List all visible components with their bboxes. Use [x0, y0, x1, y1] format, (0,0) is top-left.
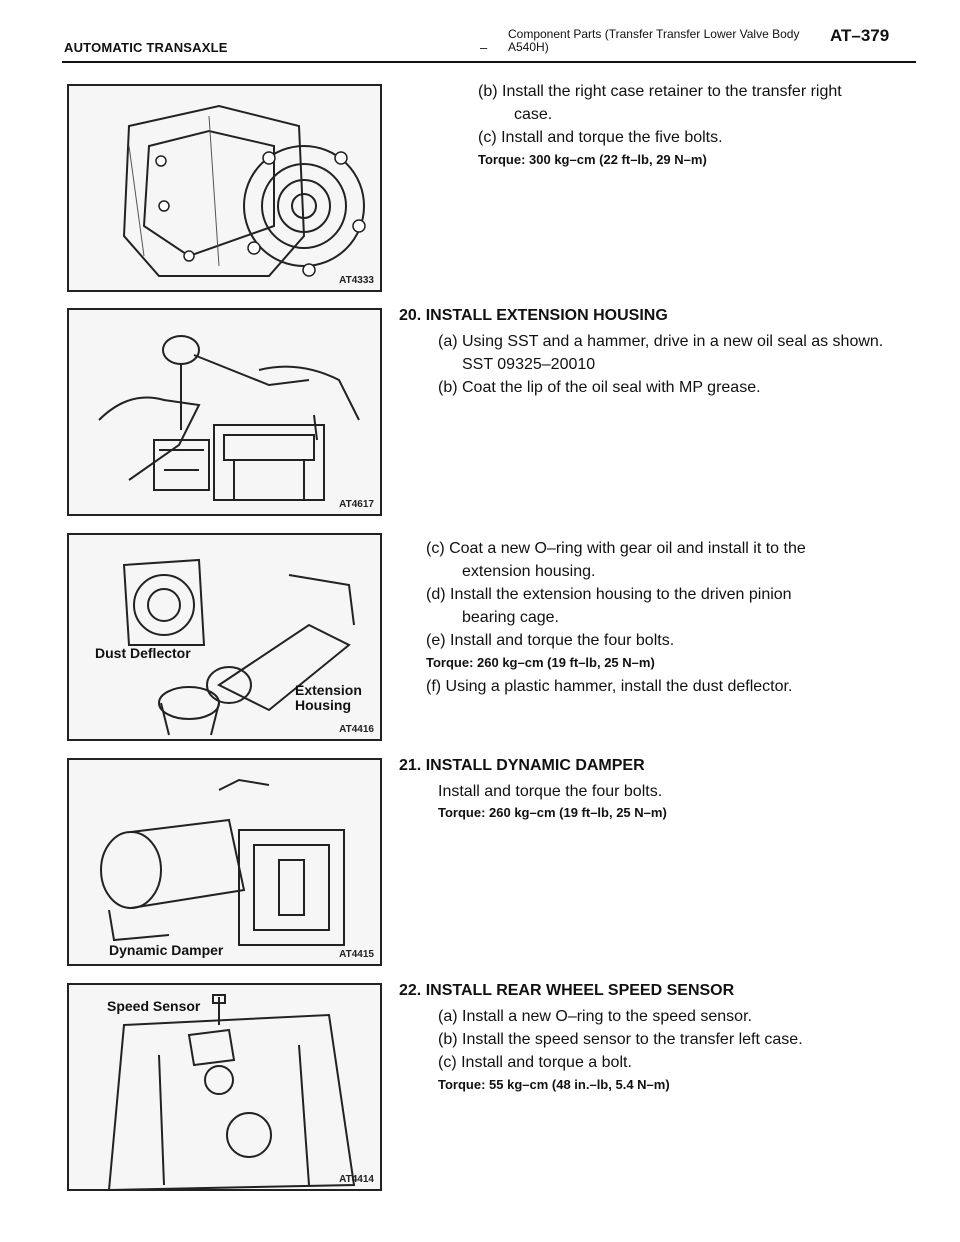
step-22b: (b) Install the speed sensor to the tran…: [438, 1031, 803, 1048]
figure-code: AT4415: [339, 949, 374, 960]
page-number: AT–379: [830, 26, 890, 45]
step-19b: (b) Install the right case retainer to t…: [478, 83, 842, 100]
step-20c-cont: extension housing.: [462, 563, 596, 580]
step-20f: (f) Using a plastic hammer, install the …: [426, 678, 793, 695]
figure-dynamic-damper: Dynamic Damper AT4415: [67, 758, 382, 966]
step-22-title: 22. INSTALL REAR WHEEL SPEED SENSOR: [399, 982, 735, 999]
callout-extension-housing: Extension Housing: [295, 682, 362, 713]
step-20b: (b) Coat the lip of the oil seal with MP…: [438, 379, 761, 396]
transfer-case-drawing: [122, 104, 366, 277]
figure-code: AT4416: [339, 724, 374, 735]
figure-transfer-case-retainer: AT4333: [67, 84, 382, 292]
step-20-title: 20. INSTALL EXTENSION HOUSING: [399, 307, 668, 324]
figure-extension-housing: Dust Deflector Extension Housing AT4416: [67, 533, 382, 741]
torque-spec: Torque: 260 kg–cm (19 ft–lb, 25 N–m): [426, 655, 655, 670]
step-20d: (d) Install the extension housing to the…: [426, 586, 792, 603]
step-21-text: Install and torque the four bolts.: [438, 783, 663, 800]
figure-code: AT4414: [339, 1174, 374, 1185]
header-dash: –: [480, 40, 488, 55]
step-22c: (c) Install and torque a bolt.: [438, 1054, 632, 1071]
torque-spec: Torque: 55 kg–cm (48 in.–lb, 5.4 N–m): [438, 1077, 670, 1092]
sst-number: SST 09325–20010: [462, 356, 596, 373]
torque-spec: Torque: 260 kg–cm (19 ft–lb, 25 N–m): [438, 805, 667, 820]
callout-dust-deflector: Dust Deflector: [95, 645, 191, 661]
dynamic-damper-drawing: [100, 778, 345, 946]
figure-oil-seal-install: AT4617: [67, 308, 382, 516]
step-20e: (e) Install and torque the four bolts.: [426, 632, 675, 649]
figure-code: AT4333: [339, 275, 374, 286]
step-20c: (c) Coat a new O–ring with gear oil and …: [426, 540, 806, 557]
figure-speed-sensor: Speed Sensor AT4414: [67, 983, 382, 1191]
step-20d-cont: bearing cage.: [462, 609, 559, 626]
extension-housing-drawing: [122, 558, 355, 736]
step-19c: (c) Install and torque the five bolts.: [478, 129, 723, 146]
header-subtitle: Component Parts (Transfer Transfer Lower…: [508, 27, 800, 54]
torque-spec: Torque: 300 kg–cm (22 ft–lb, 29 N–m): [478, 152, 707, 167]
callout-speed-sensor: Speed Sensor: [107, 998, 201, 1014]
step-22a: (a) Install a new O–ring to the speed se…: [438, 1008, 752, 1025]
callout-dynamic-damper: Dynamic Damper: [109, 942, 224, 958]
header-rule: [62, 61, 916, 63]
oil-seal-drawing: [98, 335, 360, 501]
section-title: AUTOMATIC TRANSAXLE: [64, 40, 228, 55]
step-19b-cont: case.: [514, 106, 553, 123]
step-20a: (a) Using SST and a hammer, drive in a n…: [438, 333, 884, 350]
figure-code: AT4617: [339, 499, 374, 510]
speed-sensor-drawing: [108, 994, 356, 1189]
step-21-title: 21. INSTALL DYNAMIC DAMPER: [399, 757, 645, 774]
